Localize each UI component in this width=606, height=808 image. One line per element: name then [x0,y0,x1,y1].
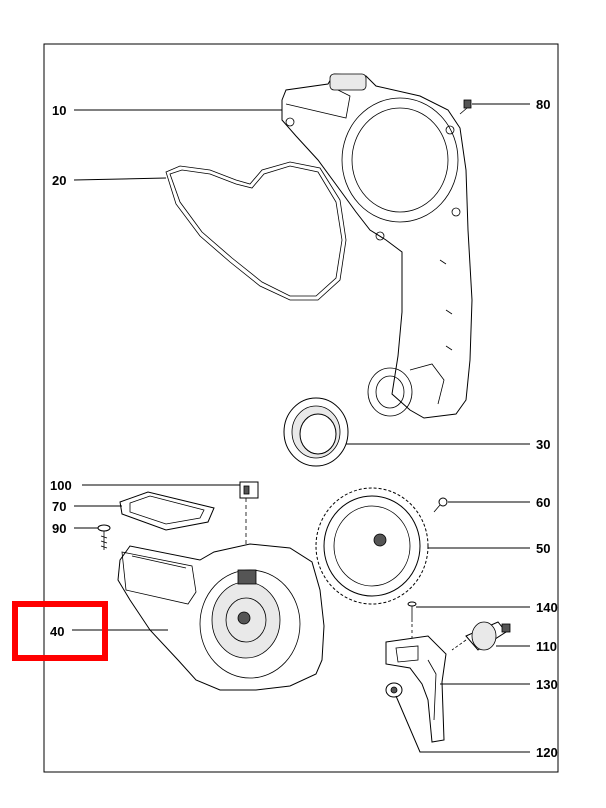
part-gasket-20-inner [169,165,343,297]
part-cover-frame-70 [119,491,215,531]
callout-140: 140 [536,600,558,615]
callout-100: 100 [50,478,72,493]
callout-90: 90 [52,521,66,536]
callout-70: 70 [52,499,66,514]
callout-40: 40 [50,624,64,639]
part-screw-140 [407,601,417,644]
part-sensor-110 [451,621,511,651]
diagram-frame [43,43,559,773]
part-duct-housing [281,73,473,419]
part-grommet-120 [385,682,403,698]
callout-110: 110 [536,639,557,654]
leader-120 [395,695,530,753]
part-blower-housing-40 [117,543,325,691]
part-bracket-130 [385,635,447,743]
part-gasket-20 [165,161,347,301]
part-screw-80 [459,99,472,115]
part-screw-90 [97,524,111,550]
callout-30: 30 [536,437,550,452]
part-seal-ring-30 [283,397,349,467]
callout-60: 60 [536,495,550,510]
callout-120: 120 [536,745,558,760]
leader-lines [72,103,530,753]
part-screw-60 [433,497,448,513]
callout-80: 80 [536,97,550,112]
callout-10: 10 [52,103,66,118]
leader-20 [73,177,167,181]
highlight-box-40 [12,601,108,661]
part-fan-wheel-50 [315,487,429,605]
callout-50: 50 [536,541,550,556]
callout-labels: 10 20 30 40 50 60 70 80 90 100 110 120 1… [50,97,558,760]
callout-20: 20 [52,173,66,188]
callout-130: 130 [536,677,558,692]
